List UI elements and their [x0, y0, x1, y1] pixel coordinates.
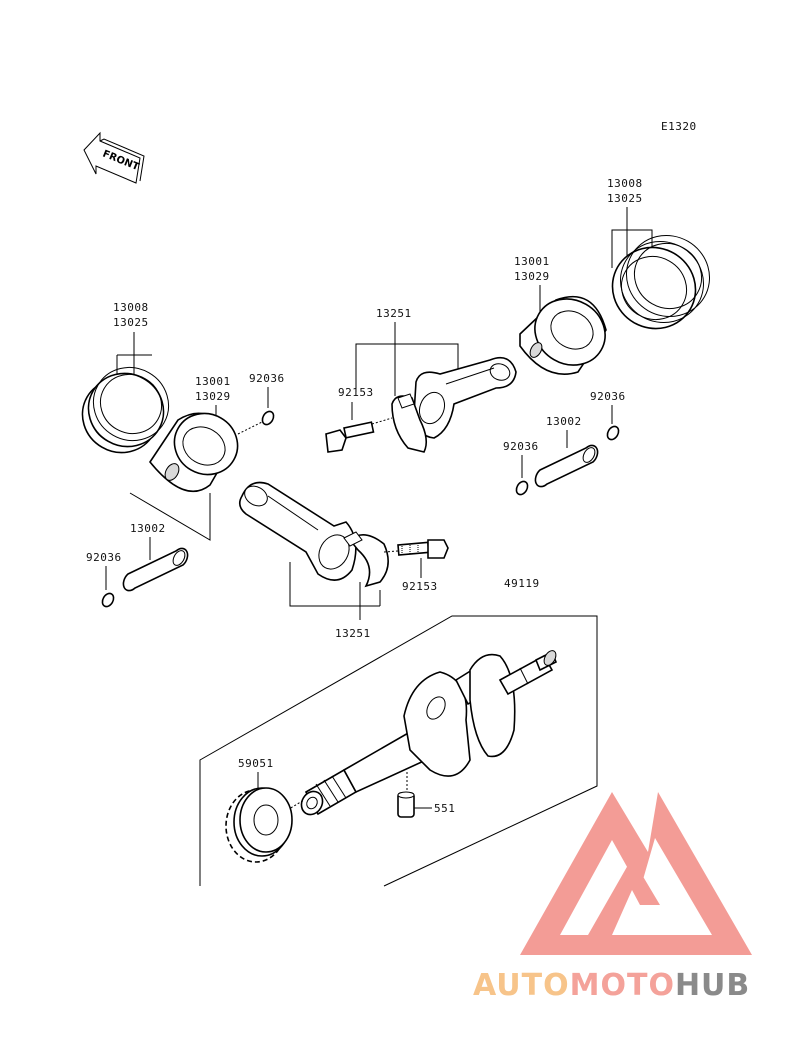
rod-bolt-left	[383, 539, 449, 559]
front-arrow-icon: FRONT	[83, 131, 145, 184]
watermark-moto: MOTO	[570, 968, 675, 1003]
watermark-logo	[520, 792, 752, 955]
woodruff-key	[397, 791, 415, 818]
label-piston-right-b: 13029	[514, 270, 550, 283]
label-rings-right-a: 13008	[607, 177, 643, 190]
diagram-code: E1320	[661, 120, 697, 133]
rod-cap-right	[391, 393, 428, 453]
gear	[225, 787, 293, 863]
label-piston-right-a: 13001	[514, 255, 550, 268]
label-clip-right-top: 92036	[590, 390, 626, 403]
label-piston-left-a: 13001	[195, 375, 231, 388]
piston-pin-left	[122, 547, 189, 592]
label-clip-right-bottom: 92036	[503, 440, 539, 453]
watermark-auto: AUTO	[473, 968, 570, 1003]
label-pin-left: 13002	[130, 522, 166, 535]
label-pin-right: 13002	[546, 415, 582, 428]
label-piston-left-b: 13029	[195, 390, 231, 403]
clip-right-bottom	[515, 480, 529, 496]
label-bolt-right: 92153	[338, 386, 374, 399]
label-rod-right: 13251	[376, 307, 412, 320]
label-key: 551	[434, 802, 455, 815]
rod-cap-left	[343, 531, 389, 588]
label-clip-left-top: 92036	[249, 372, 285, 385]
label-clip-left-bottom: 92036	[86, 551, 122, 564]
clip-left-top	[261, 410, 275, 426]
piston-left	[149, 412, 239, 493]
watermark-text: AUTOMOTOHUB	[473, 968, 750, 1003]
rod-bolt-right	[325, 417, 393, 453]
crankshaft-frame	[199, 615, 598, 887]
piston-right	[519, 295, 607, 375]
label-rings-left-a: 13008	[113, 301, 149, 314]
connecting-rod-right	[413, 356, 517, 439]
label-rings-left-b: 13025	[113, 316, 149, 329]
connecting-rod-left	[238, 481, 357, 581]
crankshaft	[300, 650, 558, 816]
piston-rings-right	[611, 234, 711, 330]
watermark-hub: HUB	[675, 968, 750, 1003]
label-bolt-left: 92153	[402, 580, 438, 593]
piston-pin-right	[534, 444, 599, 488]
clip-right-top	[606, 425, 620, 441]
label-rod-left: 13251	[335, 627, 371, 640]
clip-left-bottom	[101, 592, 115, 608]
label-gear: 59051	[238, 757, 274, 770]
label-rings-right-b: 13025	[607, 192, 643, 205]
piston-rings-left	[81, 366, 170, 454]
label-crankshaft: 49119	[504, 577, 540, 590]
